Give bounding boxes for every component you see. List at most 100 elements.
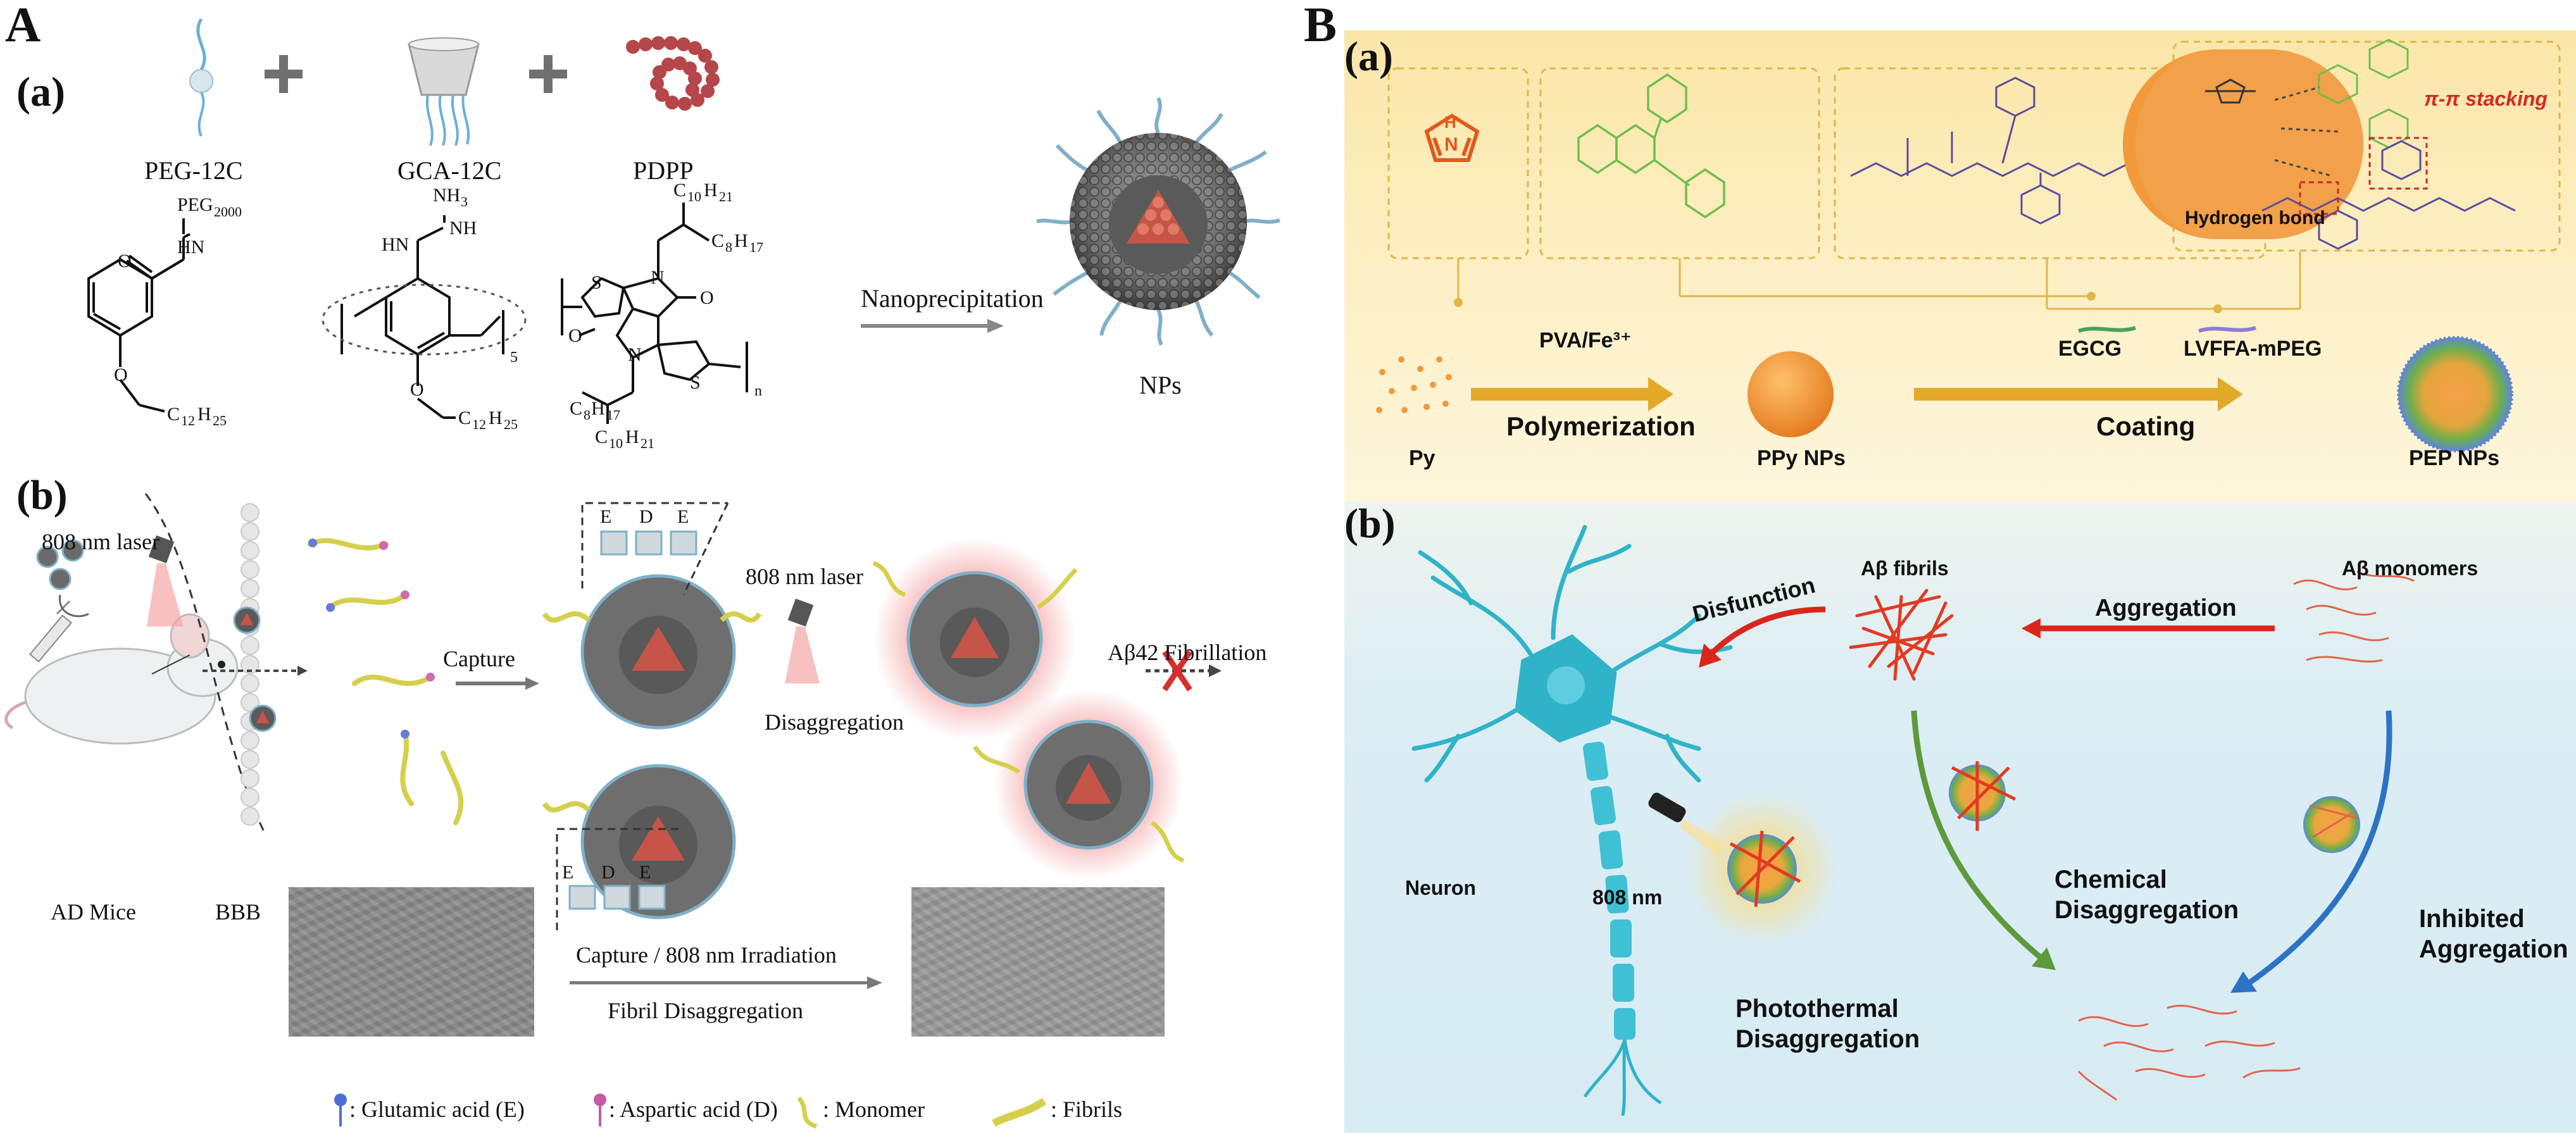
ede-bottom-e2: E xyxy=(639,862,651,883)
peptide-label: LVFFA-mPEG xyxy=(2184,337,2322,361)
syringe-icon xyxy=(28,600,73,663)
svg-text:10: 10 xyxy=(609,435,623,451)
svg-text:C: C xyxy=(673,180,686,201)
inhibited-label-2: Aggregation xyxy=(2419,935,2568,963)
svg-text:NH: NH xyxy=(449,218,477,239)
legend-fibrils: : Fibrils xyxy=(1051,1097,1123,1122)
photothermal-label-1: Photothermal xyxy=(1735,995,1899,1023)
fibril-icon xyxy=(992,1097,1047,1127)
component-label-peg: PEG-12C xyxy=(144,156,243,185)
atom-labels: PEG 2000 HN O O C 12 H 25 NH 3 HN NH O C… xyxy=(114,180,763,451)
ad-mice-label: AD Mice xyxy=(51,899,136,925)
reagent-label: PVA/Fe³⁺ xyxy=(1539,328,1632,352)
component-label-pdpp: PDPP xyxy=(633,156,694,185)
svg-text:C: C xyxy=(595,427,608,447)
tem-arrow-top-label: Capture / 808 nm Irradiation xyxy=(576,942,837,968)
svg-text:O: O xyxy=(114,364,128,385)
svg-text:25: 25 xyxy=(213,413,227,428)
svg-text:H: H xyxy=(489,408,503,428)
svg-text:12: 12 xyxy=(181,413,195,428)
tem-image-after xyxy=(911,887,1165,1037)
monomers-label: Aβ monomers xyxy=(2342,557,2479,580)
photothermal-label-2: Disaggregation xyxy=(1735,1025,1920,1053)
np-product-icon xyxy=(1036,97,1280,346)
panel-a-letter: A xyxy=(5,0,41,52)
peg-sub: PEG xyxy=(177,194,213,215)
ede-bottom-d: D xyxy=(601,862,615,883)
svg-text:C: C xyxy=(458,408,471,428)
panel-a-sub-a-label: (a) xyxy=(16,69,65,115)
svg-text:H: H xyxy=(625,427,639,447)
neuron-icon xyxy=(1411,525,1733,1116)
component-icons xyxy=(189,18,720,146)
tem-image-before xyxy=(289,887,534,1037)
py-label: Py xyxy=(1409,446,1435,470)
svg-text:S: S xyxy=(591,272,602,293)
ede-top-e2: E xyxy=(677,506,689,527)
laser-icon-b xyxy=(1648,792,1724,856)
legend-aspartic: : Aspartic acid (D) xyxy=(609,1097,778,1122)
svg-text:17: 17 xyxy=(606,407,620,423)
panel-b-letter: B xyxy=(1304,0,1337,52)
svg-text:C: C xyxy=(167,404,180,425)
svg-text:21: 21 xyxy=(719,189,733,204)
svg-text:O: O xyxy=(118,251,132,271)
svg-text:10: 10 xyxy=(687,189,701,204)
svg-text:8: 8 xyxy=(584,407,591,423)
svg-text:H: H xyxy=(591,398,605,419)
component-label-gca: GCA-12C xyxy=(397,156,502,185)
svg-text:21: 21 xyxy=(641,435,654,451)
np-captured-bottom xyxy=(542,764,736,919)
ppy-nps-label: PPy NPs xyxy=(1757,446,1846,470)
peg-12c-icon xyxy=(189,18,213,137)
svg-text:n: n xyxy=(754,383,762,399)
svg-text:HN: HN xyxy=(382,234,409,255)
svg-text:N: N xyxy=(628,344,642,365)
monomer-icon xyxy=(797,1096,818,1129)
svg-text:5: 5 xyxy=(510,349,518,366)
bbb-label: BBB xyxy=(215,899,261,925)
chemical-label-1: Chemical xyxy=(2054,866,2167,894)
aggregation-label: Aggregation xyxy=(2095,595,2237,621)
fibrillation-label: Aβ42 Fibrillation xyxy=(1108,640,1267,665)
glutamic-acid-icon xyxy=(334,1094,347,1126)
ede-top-e1: E xyxy=(600,506,612,527)
pyrrole-h-label: H xyxy=(1444,113,1456,132)
808nm-label: 808 nm xyxy=(1592,886,1663,909)
bbb-column xyxy=(241,503,259,826)
tem-arrow-bottom-label: Fibril Disaggregation xyxy=(608,998,803,1023)
svg-text:H: H xyxy=(734,230,748,251)
svg-text:C: C xyxy=(570,398,582,419)
svg-text:H: H xyxy=(704,180,718,201)
panel-b-b-illustration xyxy=(1411,525,2415,1116)
legend-monomer: : Monomer xyxy=(823,1097,925,1122)
fibrils-label: Aβ fibrils xyxy=(1861,557,1949,580)
svg-text:3: 3 xyxy=(461,194,468,209)
capture-label: Capture xyxy=(443,646,515,671)
egcg-label: EGCG xyxy=(2058,337,2122,361)
ad-pathway-diagram xyxy=(4,494,1222,930)
laser-label-2: 808 nm laser xyxy=(746,564,863,589)
legend-glutamic: : Glutamic acid (E) xyxy=(349,1097,525,1122)
svg-text:2000: 2000 xyxy=(214,204,242,220)
svg-text:25: 25 xyxy=(504,416,518,432)
disaggregation-label: Disaggregation xyxy=(765,709,904,735)
laser-icon-2 xyxy=(785,598,820,683)
tem-arrow xyxy=(570,976,882,989)
ede-bottom-e1: E xyxy=(562,862,574,883)
svg-text:8: 8 xyxy=(725,239,732,255)
inhibited-label-1: Inhibited xyxy=(2419,905,2525,933)
legend-icons xyxy=(334,1094,1047,1129)
aspartic-acid-icon xyxy=(594,1094,606,1126)
svg-text:HN: HN xyxy=(177,237,204,258)
neuron-label: Neuron xyxy=(1405,876,1476,899)
panel-b-a-bg xyxy=(1344,30,2576,502)
nanoprecipitation-label: Nanoprecipitation xyxy=(861,284,1044,313)
laser-label-1: 808 nm laser xyxy=(42,529,159,554)
svg-text:O: O xyxy=(568,325,582,346)
nps-label: NPs xyxy=(1139,371,1182,399)
svg-text:12: 12 xyxy=(472,416,486,432)
coating-label: Coating xyxy=(2096,411,2196,441)
pep-nps-label: PEP NPs xyxy=(2409,446,2500,470)
svg-text:17: 17 xyxy=(749,239,763,255)
